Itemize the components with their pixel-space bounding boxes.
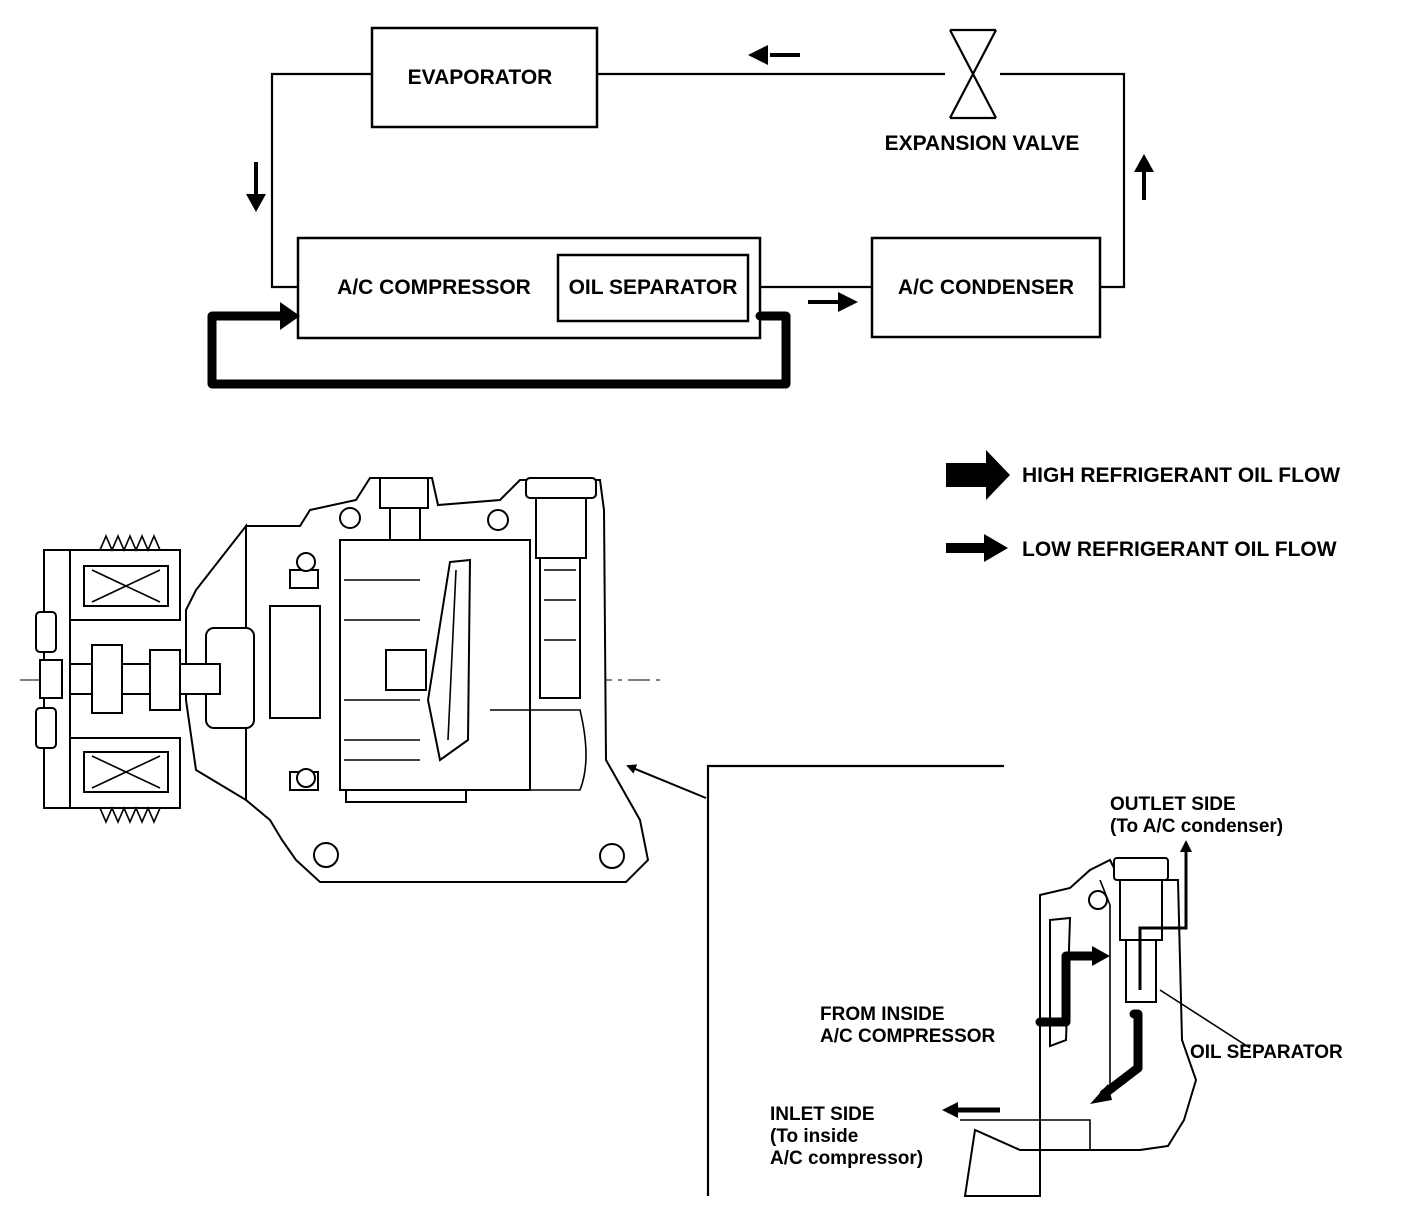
outlet-side-label: OUTLET SIDE — [1110, 794, 1236, 815]
flow-arrow-right-icon — [808, 292, 858, 312]
detail-oil-separator-leader — [1159, 989, 1251, 1049]
pulley-teeth-top — [99, 533, 161, 553]
evaporator-label: EVAPORATOR — [408, 66, 553, 89]
legend-high-label: HIGH REFRIGERANT OIL FLOW — [1022, 464, 1340, 487]
bolt-hole — [599, 843, 625, 869]
oil-separator-label: OIL SEPARATOR — [569, 276, 738, 299]
cycle-pipe-top — [270, 72, 372, 289]
rotor — [269, 605, 321, 719]
shaft-seal — [91, 644, 123, 714]
ball — [296, 768, 316, 788]
bearing — [289, 569, 319, 589]
detail-inlet-arrow-icon — [942, 1102, 958, 1118]
coil-lower-cross — [91, 755, 161, 789]
cylinder-lines — [344, 579, 420, 761]
detail-separator-tube — [1125, 939, 1157, 1003]
swash-plate — [426, 558, 472, 762]
legend-high-arrow-icon — [946, 450, 1010, 500]
inlet-side-label: INLET SIDE — [770, 1104, 875, 1125]
bolt — [35, 707, 57, 749]
detail-high-flow-in — [1035, 951, 1101, 1027]
separator-tube-detail — [544, 569, 576, 641]
separator-bolt — [535, 497, 587, 559]
detail-inner-wall — [1099, 879, 1111, 1090]
refrigerant-cycle: EVAPORATOR EXPANSION VALVE A/C COMPRESSO… — [207, 26, 1154, 389]
from-inside-label: FROM INSIDE — [820, 1004, 945, 1025]
detail-view: OUTLET SIDE (To A/C condenser) FROM INSI… — [706, 764, 1343, 1197]
legend-low-arrow-icon — [946, 534, 1008, 562]
condenser-box — [870, 236, 1102, 339]
legend: HIGH REFRIGERANT OIL FLOW LOW REFRIGERAN… — [946, 450, 1340, 562]
legend-low-label: LOW REFRIGERANT OIL FLOW — [1022, 538, 1337, 561]
bolt-hole — [487, 509, 509, 531]
top-port-neck — [389, 507, 421, 543]
bottom-passage — [345, 789, 467, 803]
detail-high-flow-in-arrow-icon — [1092, 946, 1110, 966]
detail-pointer-arrow — [626, 764, 707, 799]
bolt-hole — [339, 507, 361, 529]
condenser-label: A/C CONDENSER — [898, 276, 1074, 299]
high-flow-oil-loop — [207, 311, 791, 389]
shaft-collar — [149, 649, 181, 711]
detail-bolt-hole — [1088, 890, 1108, 910]
pulley-teeth-bottom — [99, 805, 161, 825]
bolt — [35, 611, 57, 653]
swash-plate-edge — [447, 569, 457, 741]
detail-bottom-passage — [960, 1119, 1091, 1150]
ball — [296, 552, 316, 572]
flow-arrow-up-icon — [1134, 154, 1154, 200]
outlet-side-sublabel: (To A/C condenser) — [1110, 816, 1283, 837]
hub-nut — [39, 659, 63, 699]
detail-outlet-arrow-icon — [1180, 840, 1192, 852]
flow-arrow-left-icon — [748, 45, 800, 65]
coil-upper-cross — [91, 569, 161, 603]
detail-high-flow-down — [1099, 1009, 1143, 1099]
detail-bolt-head — [1113, 857, 1169, 881]
compressor-cross-section — [20, 477, 665, 883]
evaporator-box — [370, 26, 599, 129]
oil-separator-box — [556, 253, 750, 323]
expansion-valve-label: EXPANSION VALVE — [885, 132, 1080, 155]
cavity-line — [490, 709, 587, 791]
detail-low-flow-out — [1138, 852, 1188, 990]
high-flow-loop-arrow-icon — [280, 302, 300, 330]
separator-tube — [539, 557, 581, 699]
compressor-label: A/C COMPRESSOR — [337, 276, 531, 299]
bolt-hole — [313, 842, 339, 868]
detail-high-flow-down-arrow-icon — [1090, 1084, 1112, 1104]
top-port — [379, 477, 429, 509]
expansion-valve-icon — [949, 28, 997, 120]
inlet-side-sublabel-1: (To inside — [770, 1126, 858, 1147]
inlet-side-sublabel-2: A/C compressor) — [770, 1148, 923, 1169]
detail-frame — [706, 764, 1004, 1196]
cycle-pipe-valve-to-right — [1000, 72, 1126, 289]
cylinder-core — [385, 649, 427, 691]
flow-arrow-down-icon — [246, 162, 266, 212]
from-inside-sublabel: A/C COMPRESSOR — [820, 1026, 996, 1047]
separator-bolt-head — [525, 477, 597, 499]
detail-oil-separator-label: OIL SEPARATOR — [1190, 1042, 1343, 1063]
shaft — [59, 663, 221, 695]
